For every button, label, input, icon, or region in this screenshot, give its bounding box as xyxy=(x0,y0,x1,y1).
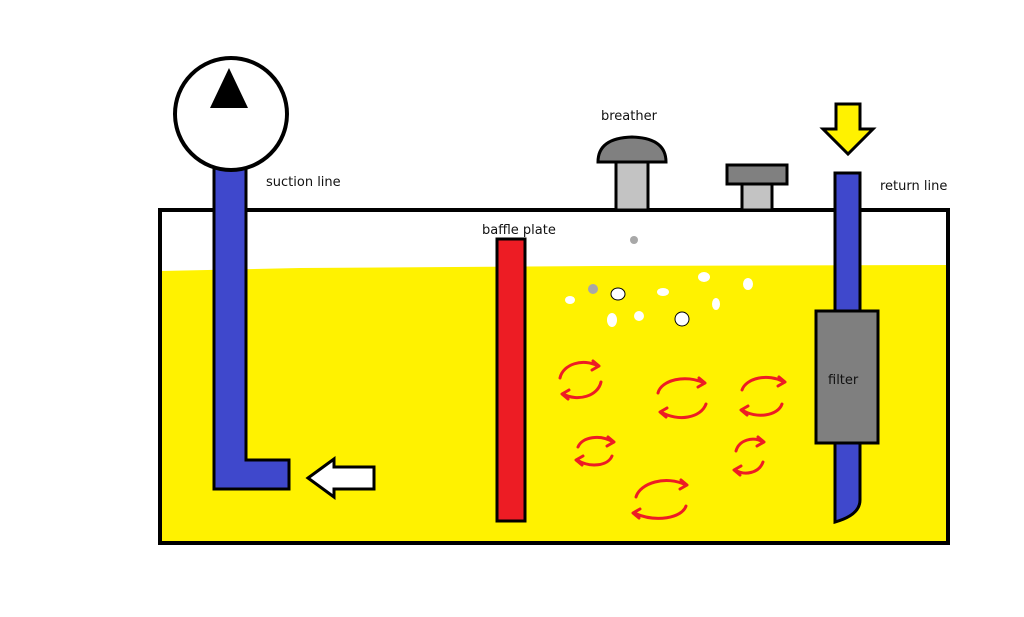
circulation-arrow xyxy=(574,454,614,467)
bubble xyxy=(588,284,598,294)
pump xyxy=(173,56,289,172)
breather xyxy=(596,135,668,212)
baffle-plate-label: baffle plate xyxy=(482,223,556,238)
baffle-plate xyxy=(495,237,527,523)
bubble xyxy=(657,288,669,296)
arrow-down-icon xyxy=(819,102,877,157)
circulation-arrow xyxy=(658,402,708,420)
bubble xyxy=(674,311,690,327)
filter-body xyxy=(814,309,880,445)
bubble xyxy=(565,296,575,304)
filler-cap xyxy=(725,163,789,212)
circulation-arrow xyxy=(732,460,765,477)
bubble xyxy=(698,272,710,282)
bubble xyxy=(610,287,626,301)
breather-cap xyxy=(596,135,668,164)
bubble xyxy=(607,313,617,327)
bubble xyxy=(743,278,753,290)
circulation-arrow xyxy=(656,376,707,395)
air-bubbles xyxy=(565,236,753,327)
return-line-label: return line xyxy=(880,179,947,194)
pump-icon xyxy=(173,56,289,172)
bubble xyxy=(630,236,638,244)
circulation-arrow xyxy=(740,375,787,392)
arrow-left-icon xyxy=(305,456,376,500)
circular-arrows-icon xyxy=(558,359,787,520)
circulation-arrow xyxy=(634,478,689,499)
breather-label: breather xyxy=(601,109,658,124)
suction-line-label: suction line xyxy=(266,175,341,190)
breather-stem xyxy=(614,160,650,212)
filler-cap-top xyxy=(725,163,789,186)
bubble xyxy=(712,298,720,310)
bubble xyxy=(634,311,644,321)
filler-cap-stem xyxy=(740,182,774,212)
circulation-arrow xyxy=(558,359,601,380)
pump-direction-icon xyxy=(210,68,248,108)
circulation-arrow xyxy=(739,402,784,417)
circulation-arrow xyxy=(576,435,616,449)
return-line-assembly xyxy=(814,171,880,524)
reservoir-tank xyxy=(158,208,950,545)
circulation-arrow xyxy=(631,504,688,520)
filter-label: filter xyxy=(828,373,859,388)
circulation-arrow xyxy=(734,435,766,453)
circulation-arrow xyxy=(560,380,603,401)
